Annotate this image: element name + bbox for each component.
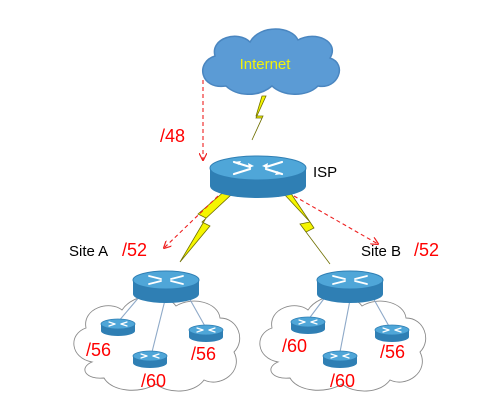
isp-router-icon <box>209 155 307 198</box>
site-b-lan-1-prefix: /60 <box>282 336 307 356</box>
site-b-lan-router-1-icon <box>290 316 326 334</box>
isp-site-b-link-icon <box>283 191 331 265</box>
site-a-lan-2-prefix: /60 <box>141 371 166 391</box>
site-a-label: Site A <box>69 243 108 260</box>
site-b-prefix-label: /52 <box>414 240 439 260</box>
site-b-lan-2-prefix: /60 <box>330 371 355 391</box>
site-b-lan-3-prefix: /56 <box>380 342 405 362</box>
site-a-router-icon <box>132 270 200 303</box>
isp-prefix-label: /48 <box>160 126 185 146</box>
site-a-prefix-label: /52 <box>122 240 147 260</box>
site-a-lan-router-3-icon <box>188 324 224 342</box>
isp-site-a-link-icon <box>179 189 233 263</box>
internet-isp-link-icon <box>251 95 267 141</box>
internet-cloud-icon <box>202 28 341 95</box>
site-a-lan-1-prefix: /56 <box>86 340 111 360</box>
site-a-lan-links <box>117 295 207 353</box>
site-b-allocation-arrow <box>293 195 378 244</box>
site-b-router-icon <box>316 270 384 303</box>
site-a-lan-router-2-icon <box>132 350 168 368</box>
site-b-lan-router-3-icon <box>374 324 410 342</box>
site-b-lan-router-2-icon <box>322 350 358 368</box>
site-a-lan-3-prefix: /56 <box>191 344 216 364</box>
site-a-allocation-arrow <box>164 195 219 248</box>
site-b-label: Site B <box>361 243 401 260</box>
site-b-lan-links <box>307 295 391 353</box>
site-a-lan-router-1-icon <box>100 318 136 336</box>
internet-label: Internet <box>240 56 292 73</box>
isp-label: ISP <box>313 164 337 181</box>
